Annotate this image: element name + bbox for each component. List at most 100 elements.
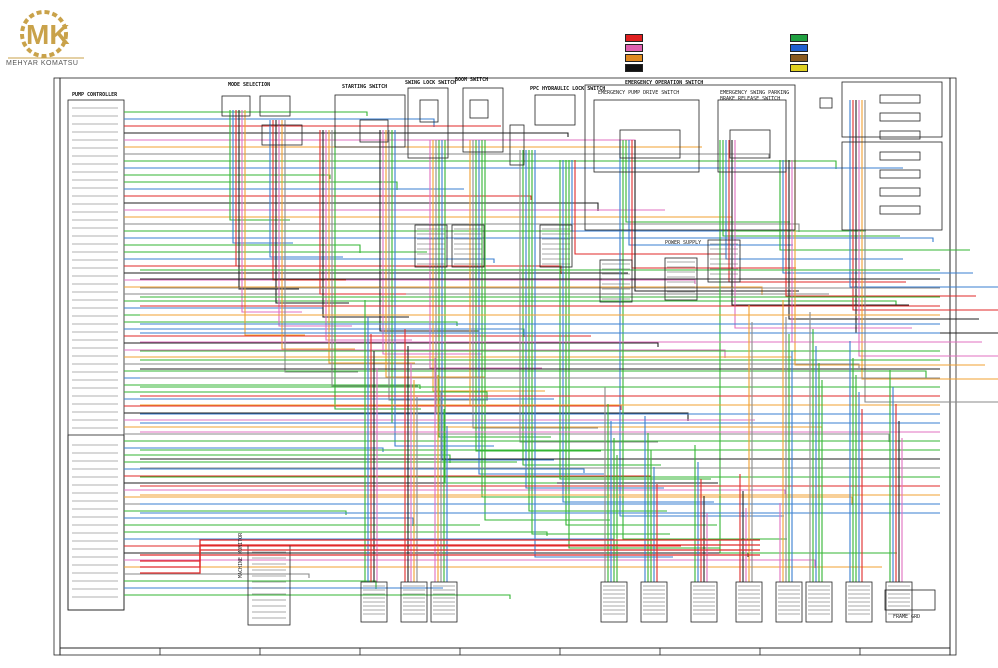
solenoid	[879, 112, 921, 122]
wire	[124, 489, 786, 494]
bottom-connector	[735, 581, 763, 623]
bottom-connector	[885, 581, 913, 623]
relay-box	[819, 97, 833, 109]
wire	[628, 140, 793, 246]
solenoid	[879, 187, 921, 197]
pump-controller-box	[67, 99, 125, 611]
machine-monitor-label: MACHINE MONITOR	[238, 532, 244, 578]
wire	[124, 181, 398, 190]
emergency-swing-parking-label: EMERGENCY SWING PARKING BRAKE RELEASE SW…	[720, 90, 790, 102]
bottom-connector	[805, 581, 833, 623]
wire	[124, 496, 853, 505]
wire	[429, 140, 542, 369]
boom-switch-box	[462, 87, 504, 153]
emergency-operation-box	[584, 84, 796, 231]
mid-connector	[664, 257, 698, 301]
bottom-connector	[690, 581, 718, 623]
wire	[124, 321, 458, 326]
wire	[435, 140, 548, 415]
legend-swatch	[625, 64, 643, 72]
bottom-connector	[775, 581, 803, 623]
starting-switch-title: STARTING SWITCH	[342, 84, 388, 90]
company-logo: MK	[6, 6, 86, 66]
solenoid-box-top	[841, 81, 943, 138]
wire	[562, 160, 714, 503]
wire	[124, 573, 310, 578]
wire	[124, 594, 511, 599]
mode-selection-title: MODE SELECTION	[228, 82, 271, 88]
swing-lock-switch-box	[407, 87, 449, 159]
wire	[788, 160, 979, 320]
solenoid	[879, 151, 921, 161]
legend-swatch	[790, 54, 808, 62]
wire	[124, 111, 368, 116]
wire	[275, 120, 349, 304]
swing-lock-symbol	[419, 99, 439, 123]
wire	[124, 342, 659, 347]
wire	[534, 150, 673, 558]
wire	[388, 130, 488, 401]
wire	[531, 150, 670, 535]
power-supply-label: POWER SUPPLY	[665, 240, 702, 246]
wire	[782, 160, 973, 274]
emergency-operation-title: EMERGENCY OPERATION SWITCH	[625, 80, 704, 86]
emergency-swing-box	[717, 99, 787, 173]
wire	[719, 140, 897, 554]
solenoid	[879, 94, 921, 104]
company-name: MEHYAR KOMATSU	[6, 60, 79, 67]
wire	[328, 130, 415, 364]
wire	[124, 510, 347, 515]
starting-switch-contacts	[359, 119, 389, 143]
wire	[478, 140, 604, 475]
wire	[272, 120, 346, 281]
legend-swatch	[790, 34, 808, 42]
boom-switch-symbol	[469, 99, 489, 119]
wire	[619, 140, 784, 517]
wire	[794, 160, 985, 366]
wire	[124, 223, 800, 232]
wire	[124, 559, 816, 568]
mid-connector	[599, 259, 633, 303]
wire	[385, 130, 485, 378]
legend-swatch	[790, 44, 808, 52]
wire	[124, 531, 548, 536]
right-ruler	[949, 77, 957, 656]
wire	[379, 130, 479, 332]
wire	[124, 405, 622, 410]
wire	[269, 120, 343, 258]
wire	[522, 150, 661, 466]
wire	[571, 160, 723, 232]
wire	[124, 300, 897, 305]
wire	[568, 160, 720, 549]
starting-switch-box	[334, 94, 406, 148]
wire	[734, 140, 912, 329]
wire	[124, 384, 421, 389]
legend-swatch	[790, 64, 808, 72]
frame-grd-box	[884, 589, 936, 611]
wire	[124, 237, 934, 242]
ppc-lock-box	[534, 94, 576, 126]
wire	[858, 100, 998, 357]
frame-grd-label: FRAME GRD	[893, 614, 921, 620]
boom-switch-title: BOOM SWITCH	[455, 77, 489, 83]
wire	[779, 160, 970, 251]
wire	[124, 160, 837, 169]
svg-text:MK: MK	[26, 19, 70, 50]
wire	[472, 140, 598, 429]
wire	[124, 286, 763, 295]
solenoid	[879, 130, 921, 140]
wire	[124, 132, 569, 137]
wire	[855, 100, 998, 334]
mode-selection-box	[221, 95, 251, 117]
wire	[484, 140, 610, 521]
wire	[278, 120, 352, 327]
ppc-lock-switch-title: PPC HYDRAULIC LOCK SWITCH	[530, 86, 606, 92]
bottom-connector	[360, 581, 388, 623]
mode-switch-box	[261, 124, 303, 146]
wire	[124, 447, 384, 452]
wire	[565, 160, 717, 526]
wire	[441, 140, 554, 461]
wire	[124, 412, 689, 421]
wire	[124, 258, 495, 263]
